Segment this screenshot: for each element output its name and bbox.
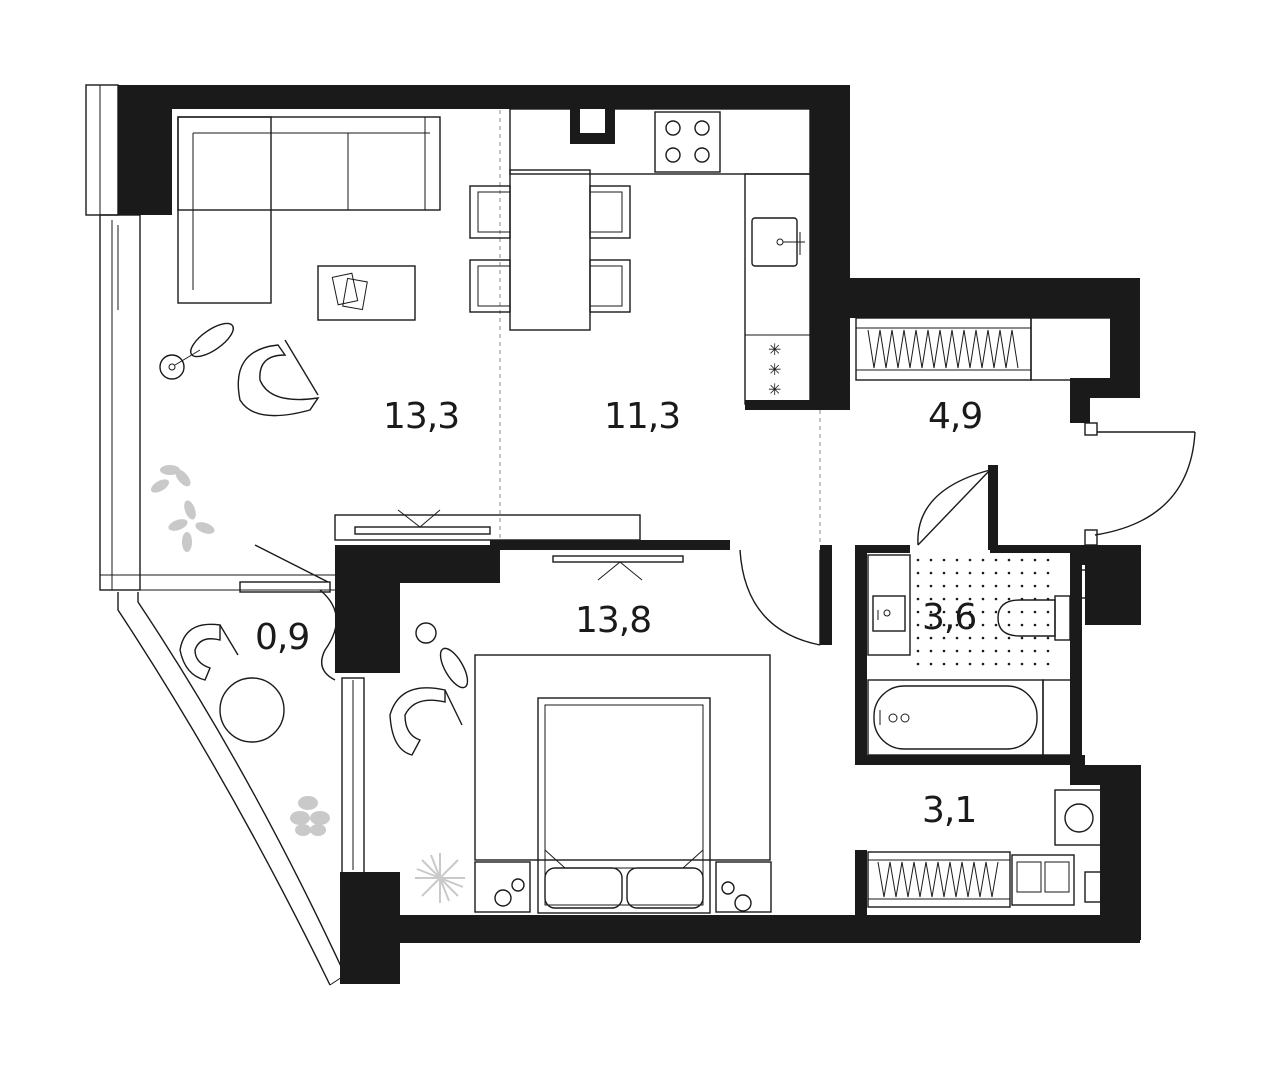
dining-table [469, 169, 631, 331]
toilet [997, 595, 1071, 641]
shower-floor-dots [916, 558, 1050, 666]
area-label-bedroom: 13,8 [575, 600, 652, 641]
area-label-kitchen: 11,3 [604, 396, 681, 437]
washing-machine [1054, 789, 1104, 846]
plant-balcony [290, 796, 330, 836]
floor-lamp-living [159, 322, 234, 380]
nightstand-left [474, 861, 531, 913]
balcony-table [219, 677, 285, 743]
area-label-living: 13,3 [383, 396, 460, 437]
ventilation-shaft [570, 109, 615, 144]
kitchen-sink [751, 217, 805, 267]
floor-lamp-bedroom [415, 622, 469, 689]
bathroom-door [917, 469, 991, 546]
oven-marks: ✳ ✳ ✳ [768, 340, 781, 399]
svg-text:✳: ✳ [768, 380, 781, 399]
armchair-living [237, 339, 320, 417]
tv-unit [334, 509, 641, 541]
wardrobe-hall [855, 317, 1112, 381]
wardrobe-bedroom-tv [552, 555, 684, 581]
svg-text:✳: ✳ [768, 340, 781, 359]
area-label-laundry: 3,1 [922, 790, 977, 831]
area-label-bathroom: 3,6 [922, 597, 977, 638]
window-left-top [85, 84, 119, 216]
balcony-glazing [117, 592, 365, 986]
plant-living [150, 465, 215, 552]
nightstand-right [715, 861, 772, 913]
area-label-balcony: 0,9 [255, 617, 310, 658]
entrance-door [1084, 422, 1196, 546]
ventilation-laundry [1084, 871, 1116, 903]
balcony-door [239, 544, 338, 681]
bathtub [867, 679, 1072, 756]
glazing-living [99, 214, 335, 591]
bed [474, 654, 771, 914]
area-label-hall: 4,9 [928, 396, 983, 437]
hob [654, 111, 721, 173]
wardrobe-laundry [867, 851, 1011, 908]
boilers [1011, 854, 1075, 906]
sofa [177, 116, 441, 304]
balcony-chair [179, 623, 239, 681]
coffee-table [317, 265, 416, 321]
ventilation-bath [1071, 569, 1101, 599]
bathroom-sink [867, 554, 911, 656]
walls [118, 85, 1141, 984]
kitchen-cabinets [509, 108, 811, 405]
bedroom-door [739, 549, 821, 646]
armchair-bedroom [389, 687, 463, 756]
svg-text:✳: ✳ [768, 360, 781, 379]
plant-bedroom [415, 853, 465, 903]
ventilation-hall [821, 317, 845, 349]
